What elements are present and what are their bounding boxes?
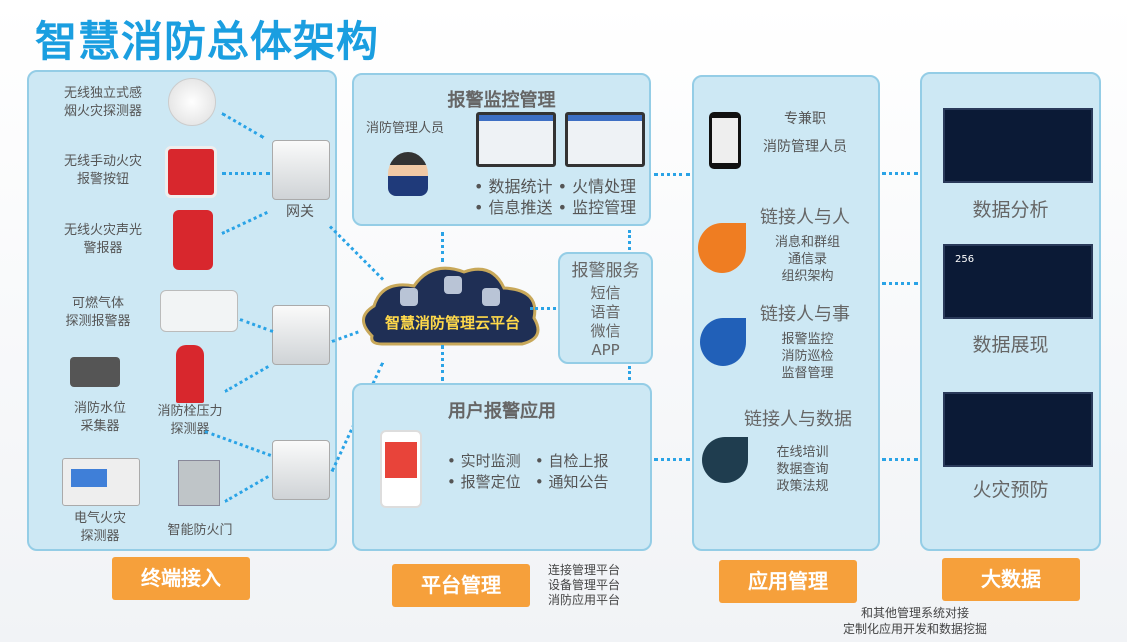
group-item: 通信录 (787, 252, 827, 267)
connector-arrow (628, 366, 631, 380)
smoke-detector-image (168, 78, 216, 126)
bigdata-note: 和其他管理系统对接 (860, 606, 969, 620)
hydrant-image (176, 345, 204, 403)
alarm-service-title: 报警服务 (571, 261, 640, 281)
screen-value: 256 (955, 254, 975, 265)
gas-detector-image (160, 290, 238, 332)
group-item: 组织架构 (781, 269, 834, 284)
role-line: 专兼职 (784, 111, 826, 127)
monitor-features: • 数据统计 • 火情处理 • 信息推送 • 监控管理 (474, 177, 637, 217)
group-items: 在线培训 数据查询 政策法规 (755, 444, 850, 495)
electrical-detector-image (62, 458, 140, 506)
person-idea-icon (698, 223, 746, 273)
connector-arrow (882, 282, 918, 285)
calendar-clock-icon (700, 318, 746, 366)
platform-notes: 连接管理平台 设备管理平台 消防应用平台 (548, 563, 620, 608)
group-items: 报警监控 消防巡检 监督管理 (760, 331, 855, 382)
monitor-screen-image (565, 112, 645, 167)
device-label: 消防栓压力 探测器 (157, 404, 223, 437)
bigdata-note: 定制化应用开发和数据挖掘 (842, 622, 987, 636)
connector-arrow (654, 173, 690, 176)
group-item: 消息和群组 (774, 235, 840, 250)
connector-arrow (441, 345, 444, 381)
cloud-shape (362, 266, 540, 346)
group-title: 链接人与人 (760, 207, 850, 228)
phone-app-image (380, 430, 422, 508)
group-item: 数据查询 (776, 462, 829, 477)
device-label: 智能防火门 (167, 523, 233, 538)
connector-arrow (628, 230, 631, 250)
bigdata-button[interactable]: 大数据 (942, 558, 1080, 601)
manager-avatar (388, 152, 428, 196)
book-icon (702, 437, 748, 483)
service-sms: 短信 (590, 284, 621, 302)
platform-note: 连接管理平台 (548, 563, 621, 577)
display-screen-image: 256 (943, 244, 1093, 319)
connector-arrow (530, 307, 556, 310)
user-app-features: • 实时监测 • 自检上报 • 报警定位 • 通知公告 (447, 452, 609, 491)
page-title: 智慧消防总体架构 (35, 17, 380, 66)
platform-note: 消防应用平台 (548, 593, 621, 607)
gateway-image (272, 440, 330, 500)
mobile-phone-image (709, 112, 741, 169)
bigdata-notes: 和其他管理系统对接 定制化应用开发和数据挖掘 (820, 605, 1010, 637)
user-alarm-app-title: 用户报警应用 (448, 401, 556, 422)
bigdata-item: 数据分析 (972, 199, 1049, 221)
group-items: 消息和群组 通信录 组织架构 (760, 234, 855, 285)
connector-arrow (222, 172, 270, 175)
alarm-button-image (165, 146, 217, 198)
connector-arrow (654, 458, 690, 461)
alarm-service-items: 短信 语音 微信 APP (558, 284, 653, 360)
connector-arrow (882, 172, 918, 175)
connector-arrow (882, 458, 918, 461)
bigdata-item: 数据展现 (972, 334, 1049, 356)
gateway-image (272, 305, 330, 365)
service-app: APP (591, 341, 620, 359)
device-label: 无线独立式感 烟火灾探测器 (63, 86, 142, 119)
terminal-access-button[interactable]: 终端接入 (112, 557, 250, 600)
alarm-monitor-title: 报警监控管理 (447, 90, 556, 111)
fire-door-image (178, 460, 220, 506)
monitor-screen-image (476, 112, 556, 167)
group-title: 链接人与事 (760, 304, 850, 325)
group-item: 消防巡检 (781, 349, 834, 364)
alarm-service-panel (558, 252, 653, 364)
application-management-button[interactable]: 应用管理 (719, 560, 857, 603)
gateway-label: 网关 (286, 204, 314, 220)
service-wechat: 微信 (590, 322, 621, 340)
group-title: 链接人与数据 (744, 409, 852, 430)
platform-management-button[interactable]: 平台管理 (392, 564, 530, 607)
role-line: 消防管理人员 (763, 139, 847, 155)
connector-arrow (441, 232, 444, 262)
manager-role-label: 消防管理人员 (366, 121, 445, 136)
device-label: 无线火灾声光 警报器 (63, 223, 142, 256)
platform-note: 设备管理平台 (548, 578, 621, 592)
gateway-image (272, 140, 330, 200)
group-item: 报警监控 (781, 332, 834, 347)
device-label: 电气火灾 探测器 (73, 511, 126, 544)
analysis-screen-image (943, 108, 1093, 183)
cloud-platform-label: 智慧消防管理云平台 (384, 314, 520, 332)
prevention-screen-image (943, 392, 1093, 467)
role-lines: 专兼职 消防管理人员 (745, 105, 865, 161)
siren-image (173, 210, 213, 270)
water-level-sensor-image (70, 357, 120, 387)
device-label: 消防水位 采集器 (73, 401, 126, 434)
group-item: 政策法规 (776, 479, 829, 494)
service-voice: 语音 (590, 303, 621, 321)
device-label: 无线手动火灾 报警按钮 (63, 154, 142, 187)
group-item: 监督管理 (781, 366, 834, 381)
bigdata-item: 火灾预防 (972, 479, 1049, 501)
group-item: 在线培训 (776, 445, 829, 460)
device-label: 可燃气体 探测报警器 (65, 296, 131, 329)
